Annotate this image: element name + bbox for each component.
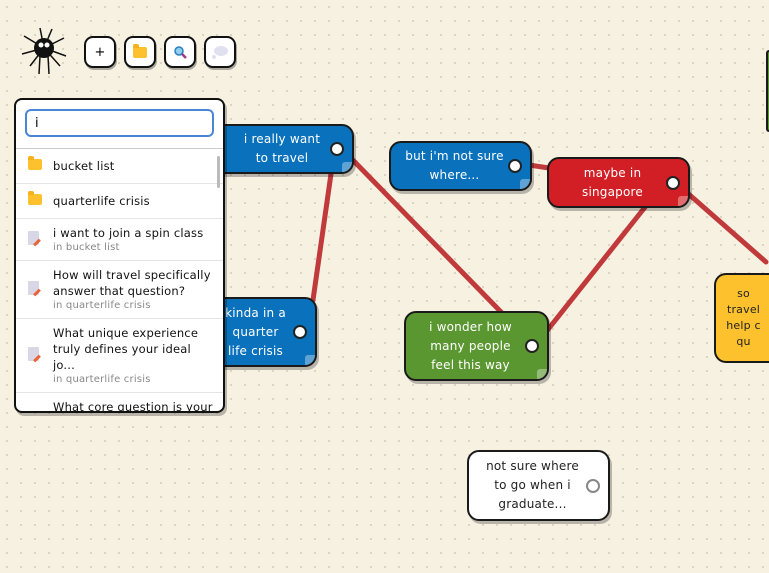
- result-text: What core question is your quarterlife c…: [53, 399, 215, 411]
- result-location: in quarterlife crisis: [53, 300, 151, 311]
- thought-button[interactable]: [204, 36, 236, 68]
- link-travel-crisis: [310, 157, 336, 303]
- card-singapore[interactable]: maybe in singapore: [547, 157, 690, 208]
- note-icon: [28, 231, 39, 245]
- note-icon: [28, 281, 39, 295]
- result-text: i want to join a spin class in bucket lis…: [53, 225, 203, 254]
- result-item[interactable]: What unique experience truly defines you…: [16, 319, 223, 393]
- card-wonder[interactable]: i wonder how many people feel this way: [404, 311, 549, 381]
- connect-handle[interactable]: [508, 159, 522, 173]
- connect-handle[interactable]: [293, 325, 307, 339]
- result-item[interactable]: What core question is your quarterlife c…: [16, 393, 223, 411]
- search-results: bucket list quarterlife crisis i want to j…: [16, 148, 223, 411]
- card-text: kinda in a quarter life crisis: [225, 305, 286, 358]
- link-singapore-yellow: [681, 187, 769, 265]
- card-where[interactable]: but i'm not sure where...: [389, 141, 532, 191]
- resize-handle[interactable]: [520, 179, 530, 189]
- result-item[interactable]: How will travel specifically answer that…: [16, 261, 223, 319]
- plus-icon: +: [94, 44, 106, 60]
- search-button[interactable]: [164, 36, 196, 68]
- note-icon: [28, 347, 39, 361]
- result-title: What unique experience truly defines you…: [53, 326, 199, 372]
- result-text: What unique experience truly defines you…: [53, 325, 215, 386]
- card-green-offscreen[interactable]: [766, 50, 769, 132]
- result-title: quarterlife crisis: [53, 194, 150, 208]
- resize-handle[interactable]: [305, 355, 315, 365]
- result-icon: [28, 191, 44, 208]
- folder-icon: [133, 43, 147, 58]
- folder-icon: [28, 156, 42, 170]
- card-text: not sure where to go when i graduate...: [486, 459, 579, 511]
- card-text: so travel help c qu: [726, 287, 761, 348]
- link-travel-wonder: [342, 149, 505, 316]
- search-panel: bucket list quarterlife crisis i want to j…: [14, 98, 225, 413]
- magnifier-icon: [174, 46, 187, 59]
- result-icon: [28, 347, 44, 364]
- resize-handle[interactable]: [537, 369, 547, 379]
- link-wonder-singapore: [543, 189, 660, 335]
- result-icon: [28, 231, 44, 248]
- result-title: i want to join a spin class: [53, 226, 204, 240]
- result-icon: [28, 281, 44, 298]
- search-input[interactable]: [25, 109, 214, 137]
- folder-icon: [28, 191, 42, 205]
- thought-bubble-icon: [212, 46, 228, 59]
- folder-button[interactable]: [124, 36, 156, 68]
- resize-handle[interactable]: [678, 196, 688, 206]
- add-button[interactable]: +: [84, 36, 116, 68]
- connect-handle[interactable]: [330, 142, 344, 156]
- result-item[interactable]: i want to join a spin class in bucket lis…: [16, 219, 223, 261]
- result-title: What core question is your quarterlife c…: [53, 400, 213, 411]
- card-text: but i'm not sure where...: [405, 149, 504, 182]
- card-yellow[interactable]: so travel help c qu: [714, 273, 769, 363]
- soot-sprite-logo: [21, 27, 67, 75]
- result-text: quarterlife crisis: [53, 193, 150, 209]
- result-title: How will travel specifically answer that…: [53, 268, 211, 298]
- result-title: bucket list: [53, 159, 115, 173]
- scrollbar[interactable]: [217, 156, 220, 188]
- card-graduate[interactable]: not sure where to go when i graduate...: [467, 450, 610, 521]
- result-text: How will travel specifically answer that…: [53, 267, 215, 312]
- connect-handle[interactable]: [586, 478, 600, 493]
- card-text: i wonder how many people feel this way: [429, 319, 512, 372]
- resize-handle[interactable]: [342, 162, 352, 172]
- link-where-singapore: [526, 162, 552, 171]
- result-location: in quarterlife crisis: [53, 374, 151, 385]
- result-text: bucket list: [53, 158, 115, 174]
- card-text: i really want to travel: [243, 132, 321, 165]
- result-item[interactable]: quarterlife crisis: [16, 184, 223, 219]
- card-travel[interactable]: i really want to travel: [200, 124, 354, 174]
- result-icon: [28, 156, 44, 173]
- result-location: in bucket list: [53, 242, 120, 253]
- result-item[interactable]: bucket list: [16, 149, 223, 184]
- connect-handle[interactable]: [525, 339, 539, 353]
- card-text: maybe in singapore: [582, 165, 643, 199]
- connect-handle[interactable]: [666, 175, 680, 190]
